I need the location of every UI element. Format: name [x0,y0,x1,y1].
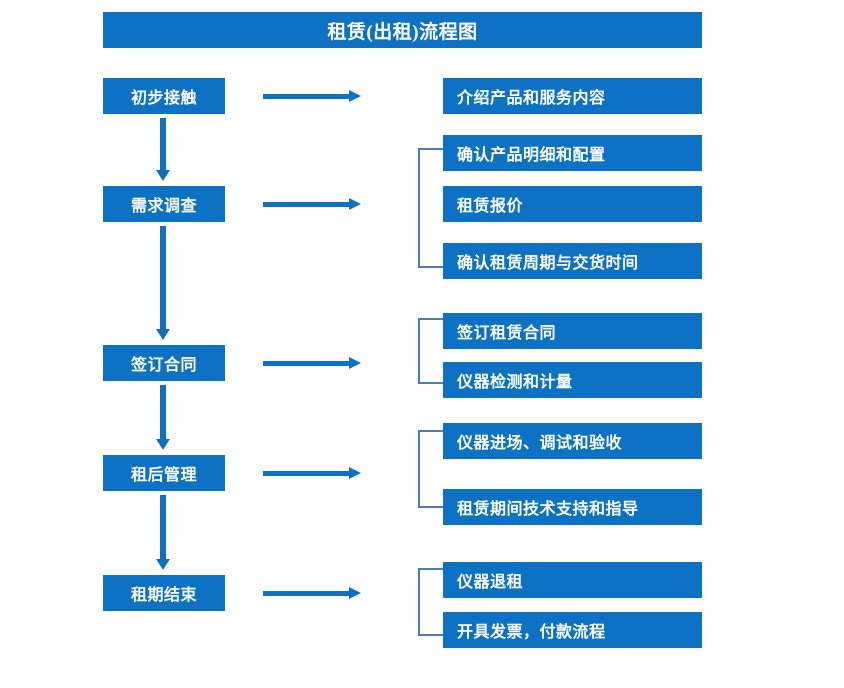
detail-box-confirm-lease-period[interactable]: 确认租赁周期与交货时间 [443,243,702,279]
page-title: 租赁(出租)流程图 [103,12,702,48]
vertical-arrow-contract-to-management [154,385,172,451]
detail-box-instrument-inspection[interactable]: 仪器检测和计量 [443,362,702,398]
arrow-head [156,439,170,450]
detail-box-sign-lease-contract[interactable]: 签订租赁合同 [443,313,702,349]
detail-box-lease-quotation[interactable]: 租赁报价 [443,186,702,222]
horizontal-arrow-needs-survey [263,196,363,212]
stage-box-initial-contact[interactable]: 初步接触 [103,78,225,114]
stage-box-post-lease-management[interactable]: 租后管理 [103,455,225,491]
horizontal-arrow-post-lease-management [263,465,363,481]
arrow-head [156,170,170,181]
detail-box-instrument-return[interactable]: 仪器退租 [443,562,702,598]
arrow-shaft [160,385,166,439]
arrow-head [349,467,361,479]
detail-box-introduce-products[interactable]: 介绍产品和服务内容 [443,78,702,114]
vertical-arrow-initial-to-needs [154,118,172,182]
arrow-shaft [263,361,351,366]
arrow-shaft [160,495,166,559]
arrow-shaft [263,202,351,207]
bracket-post-lease-group [418,430,443,508]
arrow-shaft [263,94,351,99]
vertical-arrow-management-to-lease-end [154,495,172,571]
bracket-lease-end-group [418,568,443,636]
arrow-head [349,90,361,102]
vertical-arrow-needs-to-contract [154,226,172,341]
stage-box-lease-end[interactable]: 租期结束 [103,575,225,611]
stage-box-needs-survey[interactable]: 需求调查 [103,186,225,222]
detail-box-instrument-entry-commissioning[interactable]: 仪器进场、调试和验收 [443,423,702,459]
bracket-needs-survey-group [418,148,443,268]
arrow-head [156,559,170,570]
detail-box-confirm-product-details[interactable]: 确认产品明细和配置 [443,135,702,171]
detail-box-invoice-payment[interactable]: 开具发票，付款流程 [443,612,702,648]
horizontal-arrow-initial-contact [263,88,363,104]
horizontal-arrow-sign-contract [263,355,363,371]
arrow-head [349,198,361,210]
arrow-shaft [160,226,166,329]
arrow-shaft [263,471,351,476]
arrow-shaft [160,118,166,170]
horizontal-arrow-lease-end [263,585,363,601]
arrow-head [156,329,170,340]
detail-box-technical-support[interactable]: 租赁期间技术支持和指导 [443,489,702,525]
arrow-head [349,587,361,599]
stage-box-sign-contract[interactable]: 签订合同 [103,345,225,381]
arrow-head [349,357,361,369]
bracket-sign-contract-group [418,318,443,384]
arrow-shaft [263,591,351,596]
